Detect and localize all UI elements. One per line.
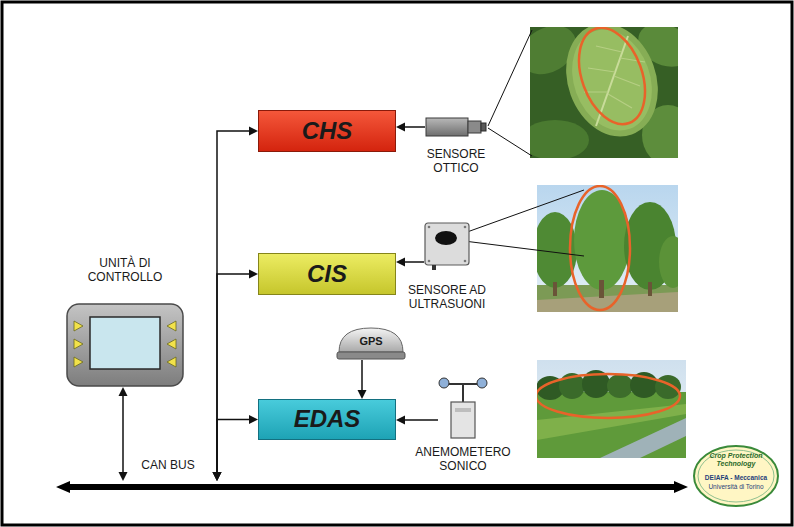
connector-line <box>405 419 438 421</box>
label-holder: CAN BUS <box>128 459 208 473</box>
arrowhead <box>213 472 222 481</box>
process-box: CHS <box>258 110 396 152</box>
arrowhead <box>119 472 128 481</box>
label-holder: Crop Protection Technology <box>698 452 774 467</box>
box-title: CIS <box>307 261 347 287</box>
label-holder: SENSORE OTTICO <box>411 148 501 176</box>
leader-line <box>456 240 584 256</box>
connector-line <box>122 396 124 472</box>
connector-line <box>405 261 424 263</box>
leader-line <box>456 190 584 236</box>
connector <box>213 270 259 482</box>
component-label: SENSORE OTTICO <box>411 148 501 176</box>
arrowhead <box>249 270 258 279</box>
arrowhead <box>396 258 405 267</box>
leader-line <box>488 30 532 126</box>
icon-label: GPS <box>336 335 406 347</box>
label-holder: UNITÀ DI CONTROLLO <box>75 257 175 285</box>
connector <box>396 416 438 425</box>
optical-sensor: SENSORE OTTICO <box>425 116 487 138</box>
box-title: CHS <box>302 118 353 144</box>
connector <box>396 123 425 132</box>
connector-line <box>217 420 249 473</box>
connector <box>213 127 259 482</box>
sonic-anemometer: ANEMOMETERO SONICO <box>438 376 488 440</box>
component-label: ANEMOMETERO SONICO <box>408 446 518 474</box>
orchard-photo <box>537 185 678 312</box>
leaf-photo <box>530 27 678 158</box>
sonic-anemometer-icon <box>438 376 488 440</box>
arrowhead <box>396 123 405 132</box>
logo <box>694 446 778 506</box>
gps-antenna: GPS <box>336 326 406 360</box>
control-unit: UNITÀ DI CONTROLLO <box>66 303 184 387</box>
arrowhead <box>213 472 222 481</box>
arrowhead <box>358 390 367 399</box>
logo-text: Università di Torino <box>698 483 774 490</box>
can-bus: CAN BUS <box>56 481 688 493</box>
ultrasonic-sensor-icon <box>424 222 470 270</box>
arrowhead <box>249 127 258 136</box>
connector-line <box>217 274 249 472</box>
label-holder: Università di Torino <box>698 483 774 490</box>
component-label: SENSORE AD ULTRASUONI <box>401 284 493 312</box>
connector-line <box>361 360 363 390</box>
component-label: UNITÀ DI CONTROLLO <box>75 257 175 285</box>
label-holder: ANEMOMETERO SONICO <box>408 446 518 474</box>
bus-label: CAN BUS <box>128 459 208 473</box>
connector <box>213 415 259 481</box>
process-box: CIS <box>258 253 396 295</box>
connector-line <box>217 131 249 472</box>
logo-text: DEIAFA - Meccanica <box>698 474 774 481</box>
box-title: EDAS <box>294 406 361 432</box>
can-bus-icon <box>56 481 688 493</box>
label-holder: SENSORE AD ULTRASUONI <box>401 284 493 312</box>
optical-sensor-icon <box>425 116 487 138</box>
arrowhead <box>396 416 405 425</box>
connector <box>396 258 424 267</box>
control-unit-icon <box>66 303 184 387</box>
process-box: EDAS <box>258 399 396 440</box>
logo-text: Crop Protection Technology <box>698 452 774 467</box>
connector-line <box>405 126 425 128</box>
label-holder: DEIAFA - Meccanica <box>698 474 774 481</box>
arrowhead <box>119 387 128 396</box>
connector <box>358 360 367 399</box>
label-holder: GPS <box>336 335 406 347</box>
arrowhead <box>213 472 222 481</box>
connector <box>119 387 128 481</box>
leader-line <box>488 128 532 156</box>
arrowhead <box>249 415 258 424</box>
field-photo <box>537 360 686 458</box>
ultrasonic-sensor: SENSORE AD ULTRASUONI <box>424 222 470 270</box>
